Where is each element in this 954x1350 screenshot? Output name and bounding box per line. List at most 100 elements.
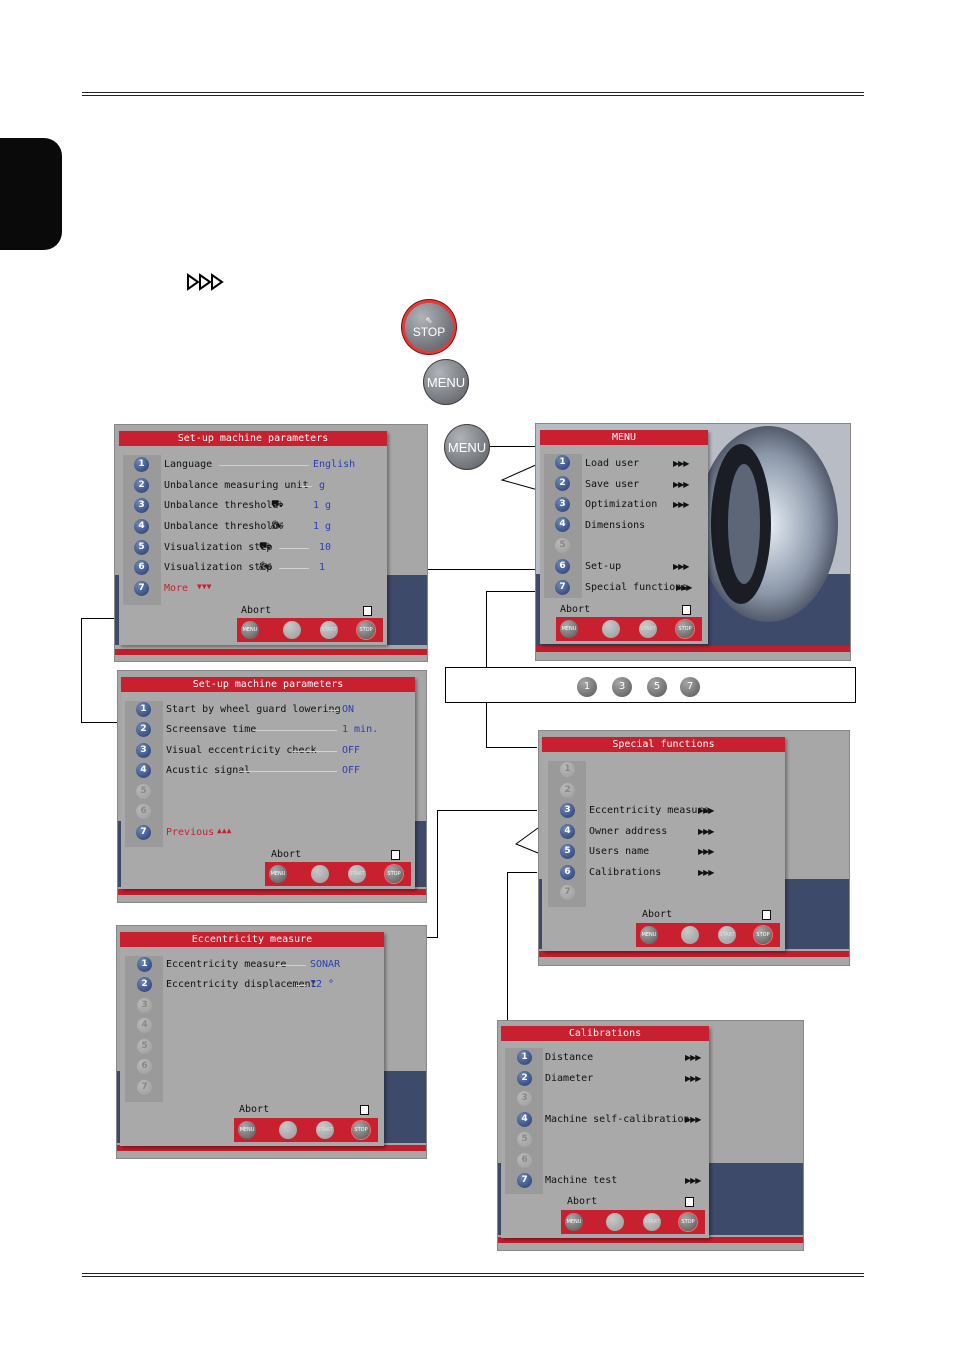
- bg-red-band: [536, 646, 850, 652]
- softkey-start[interactable]: START: [718, 926, 736, 944]
- softkey-blank[interactable]: [283, 621, 301, 639]
- softkey-stop[interactable]: STOP: [676, 620, 694, 638]
- triple-arrow-icon: ▶▶▶: [676, 583, 693, 592]
- key-5: 5: [555, 538, 570, 553]
- key-1[interactable]: 1: [134, 457, 149, 472]
- softkey-stop[interactable]: STOP: [357, 621, 375, 639]
- key-4[interactable]: 4: [136, 763, 151, 778]
- softkey-bar: MENU START STOP: [636, 923, 780, 947]
- stop-button[interactable]: ⇖ STOP: [405, 303, 453, 351]
- key-4[interactable]: 4: [134, 519, 149, 534]
- callout-box: 1 3 5 7: [445, 667, 856, 703]
- key-7[interactable]: 7: [555, 580, 570, 595]
- down-arrows-icon: ▼▼▼: [197, 582, 212, 591]
- panel-title: Set-up machine parameters: [119, 431, 387, 446]
- softkey-menu[interactable]: MENU: [565, 1213, 583, 1231]
- key-7[interactable]: 7: [136, 825, 151, 840]
- connector-calib-v: [507, 872, 508, 1020]
- key-6[interactable]: 6: [134, 560, 149, 575]
- triple-arrow-icon: ▶▶▶: [673, 562, 690, 571]
- truck-icon: ⛟: [271, 499, 284, 510]
- softkey-stop[interactable]: STOP: [385, 865, 403, 883]
- softkey-stop[interactable]: STOP: [352, 1121, 370, 1139]
- key-7[interactable]: 7: [134, 581, 149, 596]
- threshold-car-label: Unbalance threshold: [164, 500, 279, 511]
- key-3[interactable]: 3: [136, 743, 151, 758]
- softkey-start[interactable]: START: [316, 1121, 334, 1139]
- bg-red-band: [115, 649, 427, 655]
- softkey-start[interactable]: START: [320, 621, 338, 639]
- menu-button-2[interactable]: MENU: [444, 424, 490, 470]
- key-1[interactable]: 1: [555, 455, 570, 470]
- key-2[interactable]: 2: [136, 722, 151, 737]
- softkey-stop[interactable]: STOP: [754, 926, 772, 944]
- dash: [329, 710, 339, 711]
- softkey-menu[interactable]: MENU: [241, 621, 259, 639]
- connector-menu-arrow: [500, 463, 539, 491]
- connector-special-arrow: [514, 827, 539, 854]
- visual-step-car-label: Visualization step: [164, 542, 273, 553]
- abort-label: Abort: [567, 1196, 598, 1207]
- softkey-menu[interactable]: MENU: [238, 1121, 256, 1139]
- key-6[interactable]: 6: [555, 559, 570, 574]
- screen-eccentricity: Eccentricity measure 1 2 3 4 5 6 7 Eccen…: [116, 925, 427, 1159]
- visual-eccentricity-label: Visual eccentricity check: [166, 745, 317, 756]
- key-3[interactable]: 3: [134, 498, 149, 513]
- panel-title: Calibrations: [501, 1026, 709, 1041]
- key-1[interactable]: 1: [517, 1050, 532, 1065]
- softkey-menu[interactable]: MENU: [640, 926, 658, 944]
- menu-button[interactable]: MENU: [423, 359, 469, 405]
- key-2[interactable]: 2: [137, 977, 152, 992]
- key-5[interactable]: 5: [134, 540, 149, 555]
- softkey-menu[interactable]: MENU: [269, 865, 287, 883]
- connector-ecc: [437, 810, 537, 811]
- key-4[interactable]: 4: [555, 517, 570, 532]
- key-5: 5: [137, 1039, 152, 1054]
- softkey-blank[interactable]: [602, 620, 620, 638]
- top-rule-2: [82, 95, 864, 96]
- machine-test: Machine test: [545, 1175, 618, 1186]
- key-3[interactable]: 3: [555, 497, 570, 512]
- key-4: 4: [137, 1018, 152, 1033]
- softkey-start[interactable]: START: [348, 865, 366, 883]
- eccentricity-displacement-label: Eccentricity displacement: [166, 979, 317, 990]
- menu-panel: MENU 1 2 3 4 5 6 7 Load user ▶▶▶ Save us…: [540, 430, 708, 644]
- key-7[interactable]: 7: [517, 1173, 532, 1188]
- panel-title: Set-up machine parameters: [121, 677, 415, 692]
- abort-label: Abort: [560, 604, 591, 615]
- key-4[interactable]: 4: [517, 1112, 532, 1127]
- connector-setup-pages-b: [81, 722, 117, 723]
- softkey-start[interactable]: START: [639, 620, 657, 638]
- screen-calibrations: Calibrations 1 2 3 4 5 6 7 Distance ▶▶▶ …: [497, 1020, 804, 1251]
- softkey-blank[interactable]: [606, 1213, 624, 1231]
- diameter: Diameter: [545, 1073, 594, 1084]
- softkey-menu[interactable]: MENU: [560, 620, 578, 638]
- key-1: 1: [560, 762, 575, 777]
- document-icon: [682, 605, 691, 615]
- setup-2-panel: Set-up machine parameters 1 2 3 4 5 6 7 …: [121, 677, 415, 889]
- key-2[interactable]: 2: [517, 1071, 532, 1086]
- bg-red-band: [539, 951, 849, 957]
- key-1[interactable]: 1: [136, 702, 151, 717]
- screen-menu: MENU 1 2 3 4 5 6 7 Load user ▶▶▶ Save us…: [535, 423, 851, 661]
- eccentricity-displacement-value: 72 °: [310, 979, 335, 990]
- key-6[interactable]: 6: [560, 865, 575, 880]
- key-1[interactable]: 1: [137, 957, 152, 972]
- key-2[interactable]: 2: [134, 478, 149, 493]
- softkey-stop[interactable]: STOP: [679, 1213, 697, 1231]
- key-3[interactable]: 3: [560, 803, 575, 818]
- threshold-car-value: 1 g: [313, 500, 332, 511]
- panel-title: Special functions: [542, 737, 785, 752]
- key-2[interactable]: 2: [555, 476, 570, 491]
- dash: [300, 486, 312, 487]
- softkey-blank[interactable]: [279, 1121, 297, 1139]
- connector-setup: [427, 569, 537, 570]
- key-4[interactable]: 4: [560, 824, 575, 839]
- bg-red-band: [498, 1237, 803, 1243]
- key-5[interactable]: 5: [560, 844, 575, 859]
- softkey-start[interactable]: START: [643, 1213, 661, 1231]
- more-label: More: [164, 583, 189, 594]
- softkey-blank[interactable]: [681, 926, 699, 944]
- wheel-image: [698, 426, 838, 622]
- softkey-blank[interactable]: [311, 865, 329, 883]
